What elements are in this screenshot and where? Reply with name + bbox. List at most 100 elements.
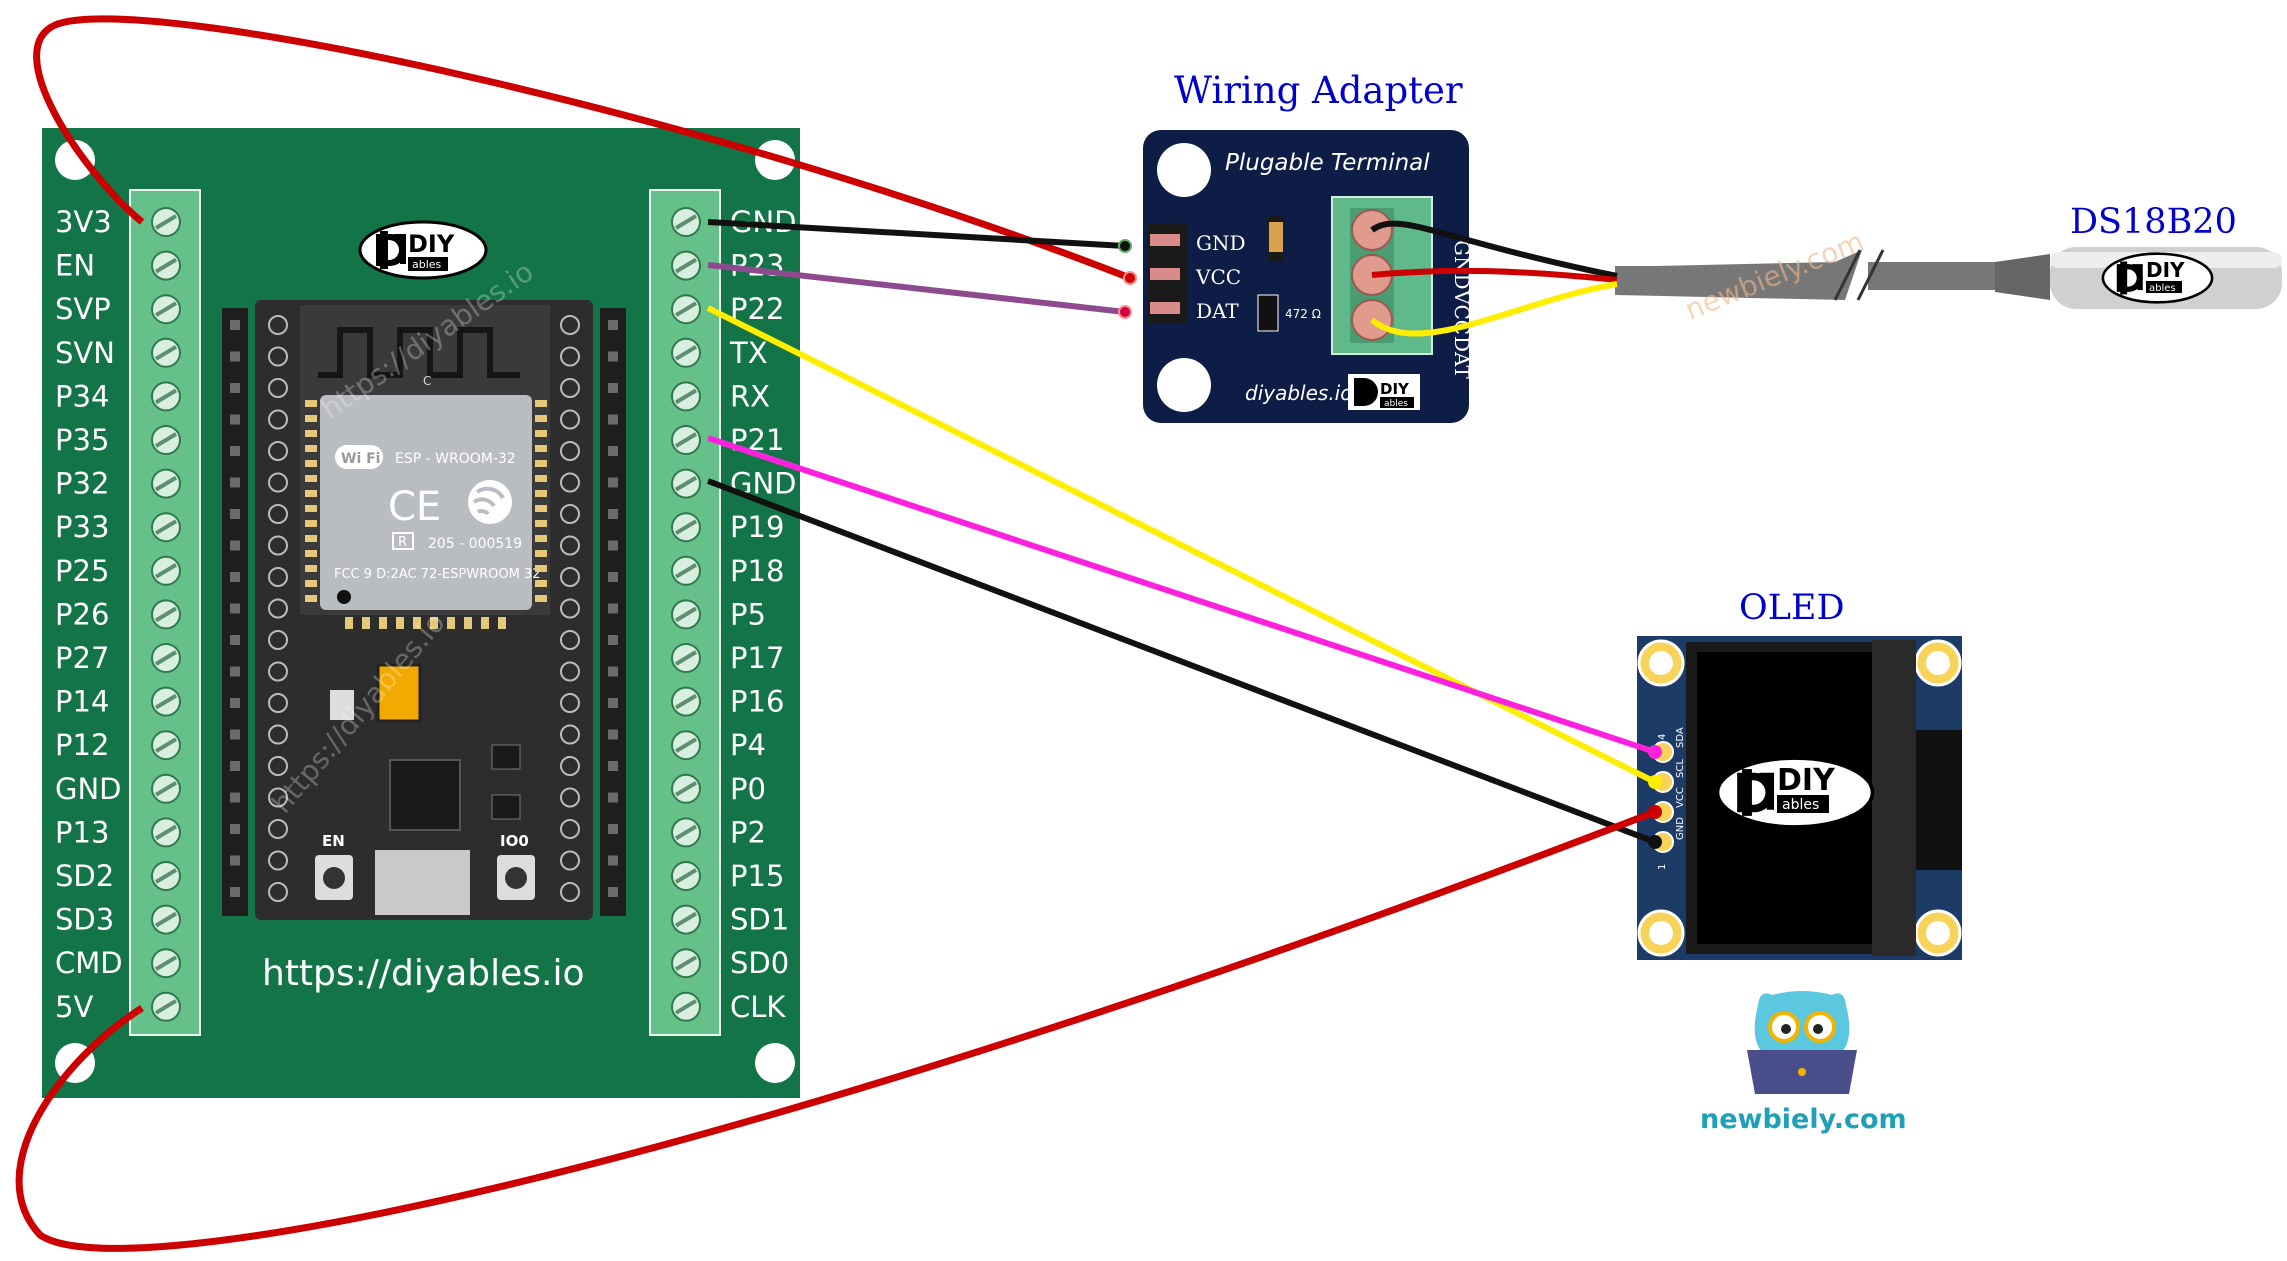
tantalum-capacitor (376, 663, 422, 723)
header-pin (608, 572, 618, 582)
terminal-screw (670, 424, 702, 456)
header-pin (230, 320, 240, 330)
module-pad (535, 430, 547, 437)
wire-3v3-to-vcc (33, 15, 1132, 282)
header-pin (230, 666, 240, 677)
via-hole (268, 441, 288, 461)
adapter-logo-ables-bg (1380, 397, 1414, 408)
header-pin (608, 729, 618, 740)
adapter-title: Plugable Terminal (1225, 150, 1430, 176)
module-pad (362, 617, 370, 629)
esp32-board: 3V3ENSVPSVNP34P35P32P33P25P26P27P14P12GN… (42, 128, 800, 1098)
module-pad (305, 460, 317, 467)
module-pad (498, 617, 506, 629)
ds18b20-sensor: DS18B20 DIY ables newbiely.com (1615, 202, 2282, 326)
module-pad (305, 520, 317, 527)
module-pad (535, 490, 547, 497)
via-hole (560, 882, 580, 902)
module-pad (305, 565, 317, 572)
r-mark-box (392, 532, 414, 550)
pin-label-5v: 5V (55, 990, 93, 1024)
terminal-screw (670, 729, 702, 762)
fcc-code: 205 - 000519 (428, 536, 522, 552)
adapter-pin-gnd (1150, 234, 1180, 246)
module-pad (535, 445, 547, 452)
via-hole (560, 724, 580, 745)
via-hole (560, 661, 580, 682)
pin-label-p2: P2 (730, 815, 766, 849)
module-pad (305, 490, 317, 497)
header-pin (608, 477, 618, 488)
sensor-cable-right (1868, 262, 1998, 290)
via-hole (268, 472, 288, 493)
via-hole (560, 756, 580, 776)
module-pad (447, 617, 455, 629)
via-hole (268, 693, 288, 713)
header-pin (230, 509, 240, 519)
pin-label-svn: SVN (55, 336, 115, 370)
via-hole (560, 409, 580, 430)
via-hole (268, 850, 288, 871)
module-pad (535, 505, 547, 512)
cable-break-mark (1833, 249, 1862, 301)
wire-end (1118, 305, 1132, 319)
terminal-screw (150, 293, 182, 326)
module-pad (464, 617, 472, 629)
newbiely-brand: newbiely.com (1700, 1104, 1907, 1135)
via-hole (268, 378, 288, 398)
wifi-badge-bg (335, 445, 383, 469)
module-pad (535, 400, 547, 407)
terminal-screw (670, 206, 702, 238)
pin-label-sd0: SD0 (730, 946, 789, 980)
terminal-screw (670, 336, 702, 369)
header-pin (230, 351, 240, 362)
adapter-hole (1157, 358, 1211, 412)
module-pad (413, 617, 421, 629)
wires (15, 15, 1662, 1252)
usb-uart-chip (389, 759, 461, 831)
terminal-label-dat: DAT (1450, 336, 1474, 379)
via-hole (560, 535, 580, 556)
header-pin (230, 824, 240, 834)
terminal-screw (670, 249, 702, 282)
module-pad (535, 550, 547, 557)
module-pad (305, 595, 317, 602)
pin-label-sd3: SD3 (55, 903, 114, 937)
module-pad (305, 475, 317, 482)
oled-pin-number-4: 4 (1657, 734, 1668, 740)
terminal-screw (150, 336, 182, 369)
header-pins (230, 320, 618, 897)
module-pad (345, 617, 353, 629)
header-pin (230, 540, 240, 551)
module-pad (535, 520, 547, 527)
wire-sensor-vcc (1371, 267, 1618, 283)
module-pad (305, 550, 317, 557)
terminal-screw (150, 685, 182, 718)
wire-end (1123, 271, 1137, 285)
via-hole (560, 378, 580, 398)
via-hole (268, 756, 288, 776)
pin-label-p5: P5 (730, 597, 766, 631)
adapter-pin-dat (1150, 302, 1180, 314)
module-pad (535, 565, 547, 572)
left-pin-labels: 3V3ENSVPSVNP34P35P32P33P25P26P27P14P12GN… (55, 205, 123, 1024)
ce-mark: CE (388, 484, 441, 530)
via-hole (560, 315, 580, 335)
micro-usb-port (375, 850, 470, 915)
pin-label-p19: P19 (730, 510, 784, 544)
pin-label-p34: P34 (55, 379, 109, 413)
via-hole (560, 441, 580, 461)
wire-end (1648, 775, 1662, 789)
oled-title: OLED (1739, 588, 1845, 628)
terminal-screw (670, 685, 702, 718)
transistor (491, 744, 521, 770)
terminal-screw (670, 947, 702, 980)
header-pin (608, 414, 618, 425)
pin-label-p35: P35 (55, 423, 109, 457)
wire-sensor-dat (1370, 281, 1618, 337)
owl-pupil (1813, 1024, 1823, 1034)
oled-hole-inner (1649, 651, 1673, 675)
via-hole (268, 661, 288, 682)
pin-label-svp: SVP (55, 292, 111, 326)
module-pad (535, 580, 547, 587)
